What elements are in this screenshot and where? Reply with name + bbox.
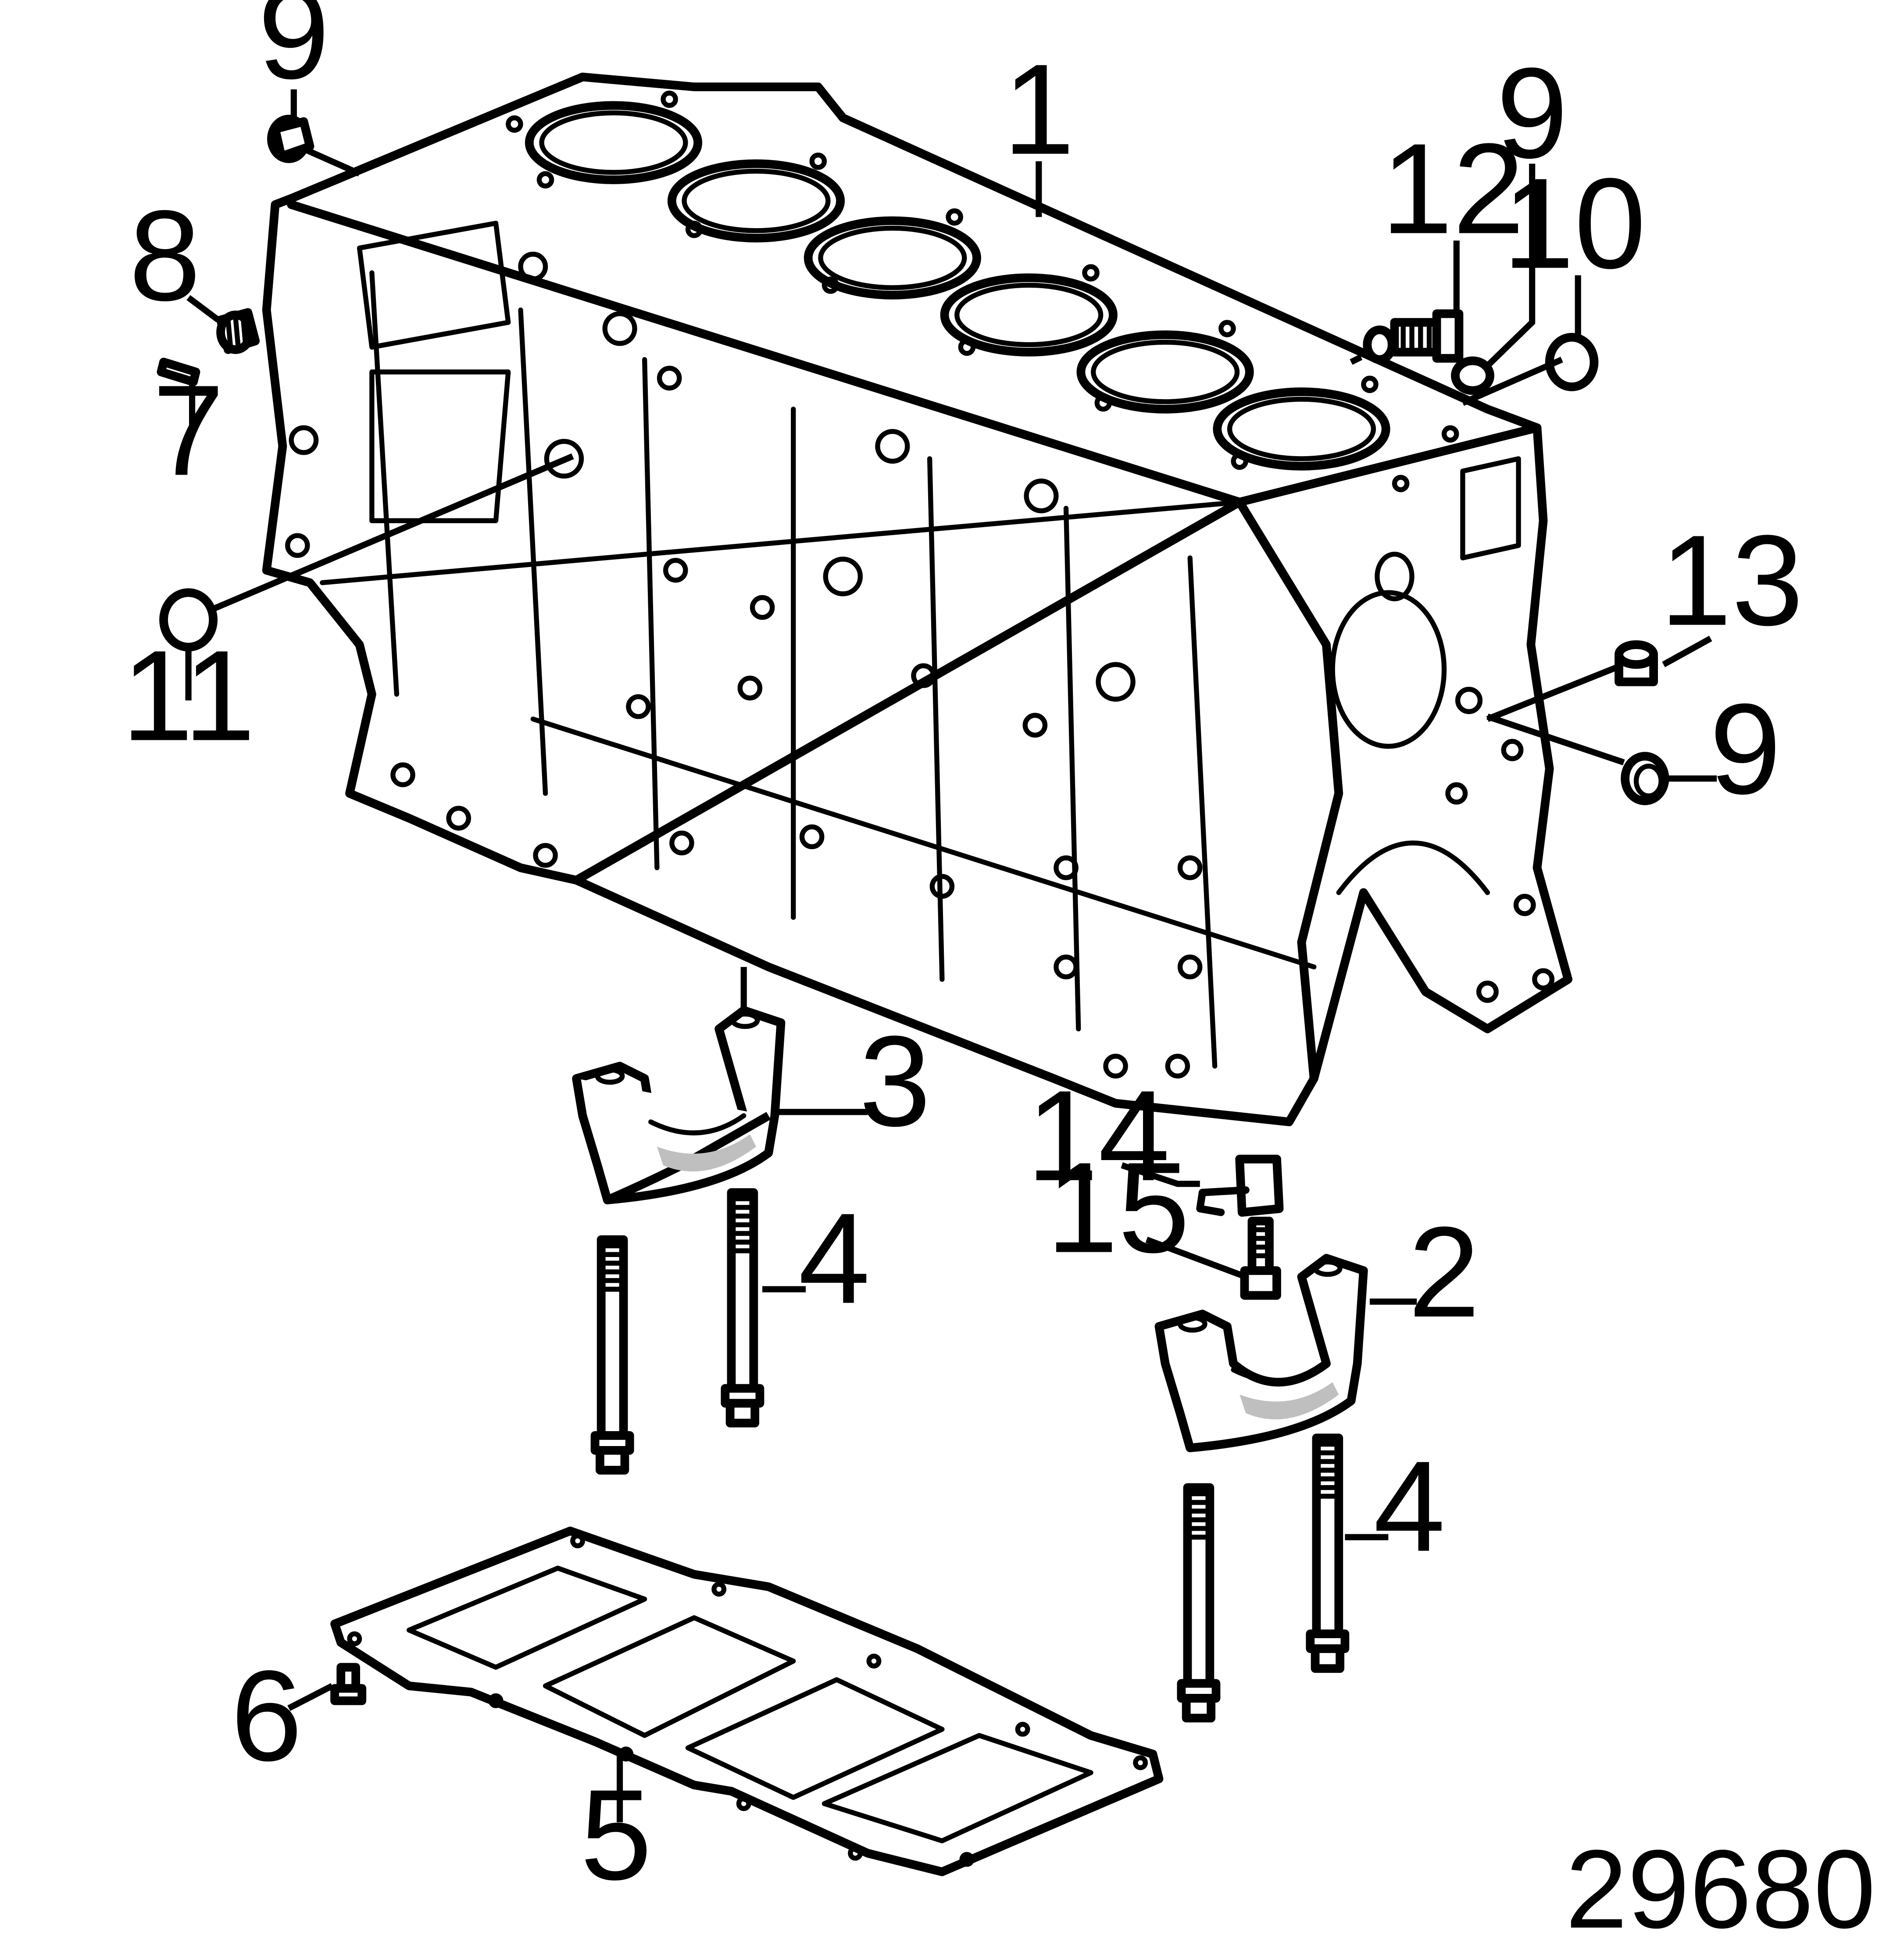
callout-10: 10	[1503, 152, 1646, 296]
screw-6	[330, 1663, 367, 1705]
threaded-plug-8	[216, 308, 260, 354]
leader-lines	[185, 89, 1717, 1822]
figure-number: 29680	[1565, 1827, 1875, 1950]
threaded-plug-13	[1615, 640, 1658, 686]
callout-7: 7	[153, 359, 224, 503]
callout-9-lower: 9	[1710, 677, 1781, 821]
callout-6: 6	[231, 1644, 302, 1788]
piston-cooling-nozzle-14	[1196, 1154, 1284, 1217]
main-bearing-bolts-left	[590, 1188, 764, 1475]
callout-15: 15	[1047, 1136, 1190, 1280]
core-plug-9-right	[1451, 356, 1494, 395]
callout-9-top: 9	[258, 0, 329, 106]
callout-13: 13	[1660, 509, 1804, 653]
callout-4-left: 4	[798, 1187, 870, 1331]
callout-3: 3	[859, 1009, 931, 1153]
callout-8: 8	[129, 184, 200, 328]
ladder-frame-plate	[330, 1526, 1164, 1876]
callout-5: 5	[580, 1763, 652, 1907]
main-bearing-cap-3	[572, 1006, 786, 1204]
callout-14: 14	[1027, 1064, 1170, 1208]
banjo-bolt-15	[1240, 1217, 1281, 1300]
core-plug-9-lower	[1621, 752, 1669, 805]
cylinder-block	[262, 72, 1572, 1126]
callout-2: 2	[1408, 1200, 1480, 1344]
main-bearing-bolts-right	[1177, 1433, 1350, 1723]
callout-12: 12	[1381, 117, 1525, 261]
plug-with-washer-12	[1363, 309, 1464, 364]
callout-1: 1	[1003, 38, 1075, 182]
core-plug-11	[159, 588, 218, 652]
main-bearing-cap-2	[1154, 1254, 1368, 1453]
callout-9-right: 9	[1496, 41, 1568, 185]
callouts: 1 2 3 4 4 5 6 7 8 9 9 9 10 11 12 13 14 1…	[121, 0, 1804, 1907]
callout-11: 11	[121, 624, 255, 768]
core-plug-9-top	[267, 114, 314, 163]
callout-4-right: 4	[1374, 1435, 1445, 1579]
